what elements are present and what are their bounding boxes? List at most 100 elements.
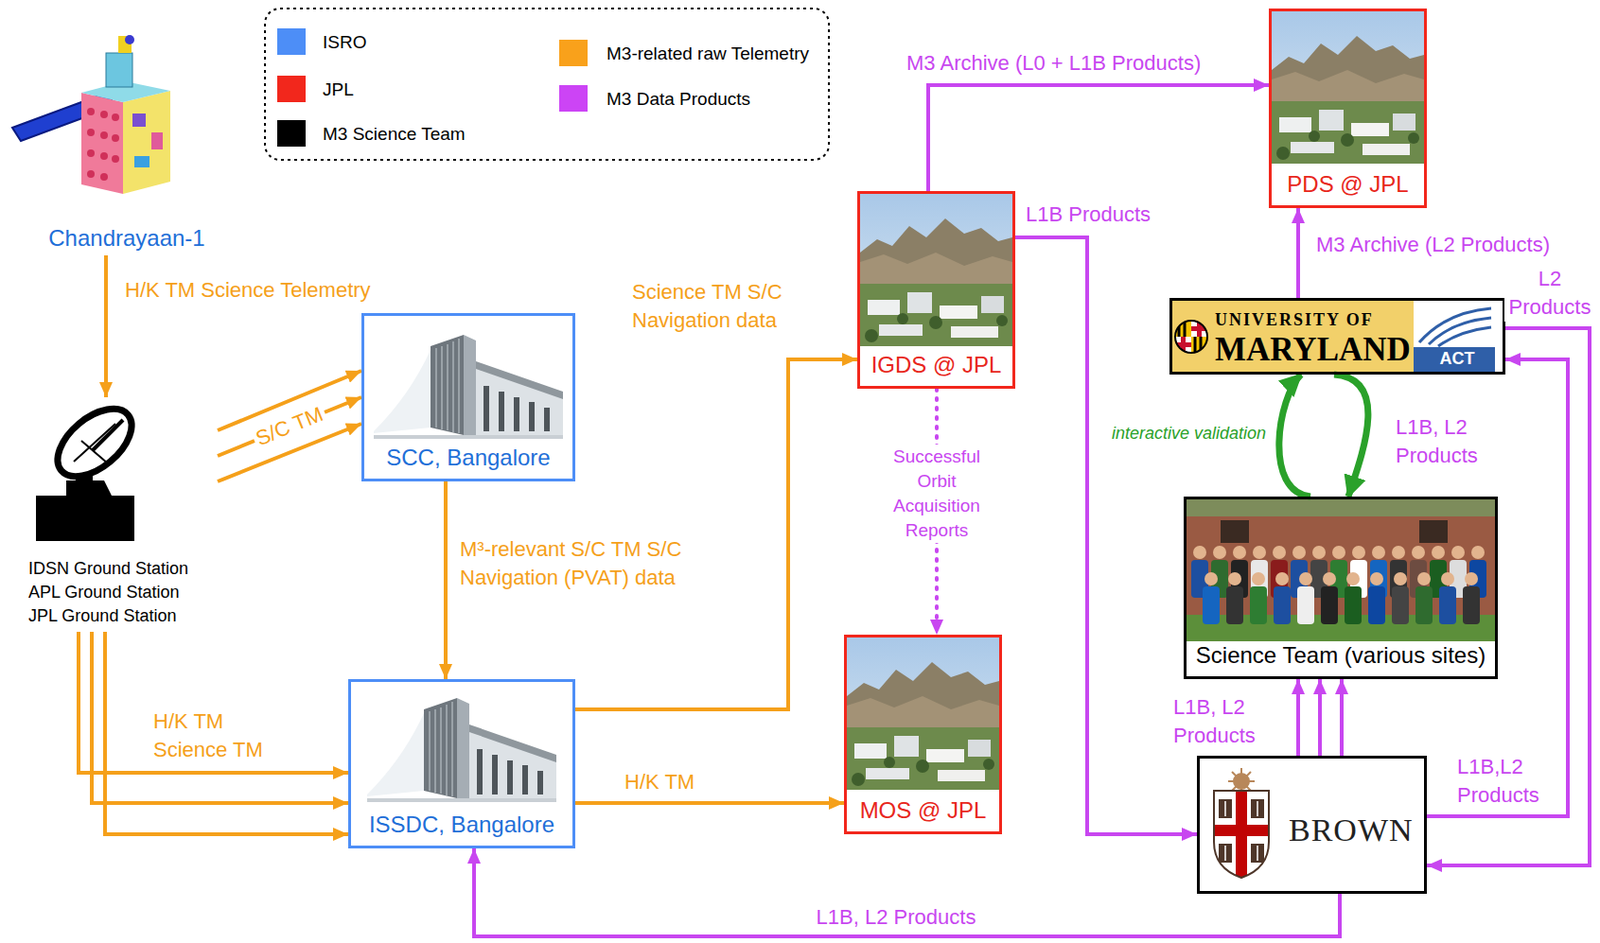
legend-text: JPL — [322, 76, 354, 104]
campus-photo — [846, 11, 1425, 791]
edge-label: interactive validation — [1111, 419, 1266, 448]
spacecraft-illustration — [87, 170, 95, 178]
brown-shield — [1225, 801, 1258, 862]
spacecraft-illustration — [100, 131, 108, 140]
university-seal — [1175, 320, 1208, 353]
brown-shield — [1213, 791, 1269, 879]
spacecraft: Chandrayaan-1 — [28, 7, 226, 256]
jpl-facility: IGDS @ JPL — [857, 191, 1016, 389]
legend-swatch — [277, 120, 306, 147]
edge-label: M3 Archive (L0 + L1B Products) — [906, 49, 1201, 78]
legend-text: M3-related raw Telemetry — [606, 40, 809, 68]
product-arrow — [1426, 328, 1590, 866]
node-label: MOS @ JPL — [846, 797, 1000, 825]
edge-label: M³-relevant S/C TM S/C Navigation (PVAT)… — [459, 535, 744, 593]
spacecraft-illustration — [87, 149, 95, 158]
brown-shield — [1213, 768, 1269, 879]
edge-label: Successful Orbit Acquisition Reports — [879, 444, 994, 544]
team-photo — [1462, 572, 1480, 625]
act-logo — [1419, 308, 1492, 347]
team-photo — [1415, 572, 1433, 625]
spacecraft-illustration — [124, 35, 135, 45]
legend-swatch — [277, 75, 306, 103]
telemetry-arrow — [217, 397, 362, 457]
team-photo — [1273, 572, 1291, 625]
legend-text: M3 Science Team — [322, 121, 466, 148]
spacecraft-illustration — [100, 173, 108, 181]
building-illustration — [373, 334, 563, 440]
legend-swatch — [559, 39, 588, 67]
team-photo — [1391, 572, 1409, 625]
node-label: Science Team (various sites) — [1186, 642, 1495, 669]
node-label: IGDS @ JPL — [860, 351, 1013, 379]
edge-label: H/K TM — [624, 768, 695, 797]
team-photo — [1249, 572, 1267, 625]
telemetry-arrow — [575, 801, 844, 806]
isro-centre: ISSDC, Bangalore — [348, 679, 576, 849]
spacecraft-illustration — [132, 113, 146, 127]
node-label: BROWN — [1288, 811, 1414, 850]
dish-illustration — [73, 423, 116, 464]
spacecraft-illustration — [151, 132, 163, 150]
telemetry-arrow — [575, 359, 858, 710]
brown-shield — [1213, 825, 1269, 837]
university-seal — [1175, 320, 1208, 353]
team-photo — [1439, 572, 1457, 625]
spacecraft-illustration — [134, 156, 150, 168]
product-arrow — [1339, 679, 1344, 757]
team-photo — [1202, 572, 1220, 625]
telemetry-arrow — [78, 632, 349, 774]
university-logo: BROWN — [1196, 756, 1427, 895]
team-photo — [1186, 499, 1495, 517]
dish-illustration — [92, 420, 124, 451]
telemetry-arrow — [105, 632, 349, 835]
ground-station: IDSN Ground Station APL Ground Station J… — [18, 397, 218, 633]
spacecraft-illustration — [111, 134, 120, 142]
legend-frame — [264, 8, 829, 160]
edge-label: Science TM S/C Navigation data — [632, 278, 845, 335]
edge-label: M3 Archive (L2 Products) — [1316, 230, 1550, 260]
spacecraft-illustration — [111, 113, 120, 122]
legend-text: ISRO — [322, 29, 367, 56]
spacecraft-illustration — [105, 52, 133, 88]
legend-swatch — [559, 85, 588, 112]
team-photo — [1368, 572, 1386, 625]
spacecraft-illustration — [12, 35, 171, 194]
spacecraft-illustration — [100, 110, 108, 119]
edge-label: L1B, L2 Products — [1395, 413, 1491, 471]
node-label: IDSN Ground Station APL Ground Station J… — [28, 557, 207, 629]
edge-label: L1B Products — [1025, 200, 1151, 229]
dish-illustration — [45, 396, 144, 491]
product-arrow — [1318, 679, 1322, 757]
edge-label: L1B, L2 Products — [1173, 693, 1268, 751]
legend-swatch — [277, 28, 306, 55]
edge-label: L2 Products — [1504, 264, 1596, 322]
product-arrow — [1296, 208, 1301, 299]
product-arrow — [1296, 679, 1301, 757]
edge-label: H/K TM Science Telemetry — [124, 276, 371, 305]
spacecraft-illustration — [81, 92, 124, 194]
spacecraft-illustration — [111, 155, 120, 163]
team-photo-box: Science Team (various sites) — [1183, 496, 1498, 680]
edge-label: S/C TM — [248, 399, 330, 455]
node-label: Chandrayaan-1 — [28, 225, 226, 252]
legend-text: M3 Data Products — [606, 86, 751, 113]
validation-arrow — [1279, 374, 1311, 497]
spacecraft-illustration — [87, 128, 95, 137]
telemetry-arrow — [104, 255, 108, 398]
university-logo: UNIVERSITY OF MARYLANDACT — [1169, 298, 1506, 375]
brown-shield — [1213, 791, 1269, 879]
dish-illustration — [35, 480, 135, 542]
edge-label: H/K TM Science TM — [153, 707, 277, 765]
team-photo — [1344, 572, 1362, 625]
dish-illustration — [35, 396, 144, 542]
node-label: UNIVERSITY OF MARYLAND — [1214, 304, 1416, 366]
edge-label: L1B,L2 Products — [1457, 753, 1552, 810]
team-photo — [1419, 520, 1448, 544]
building-illustration — [367, 698, 557, 803]
team-photo — [1186, 499, 1495, 642]
campus-photo — [860, 193, 1013, 347]
edge-label: L1B, L2 Products — [801, 903, 991, 932]
